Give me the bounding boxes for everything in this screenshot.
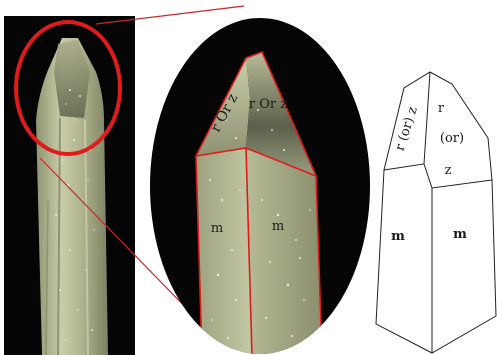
diagram-z-label: z bbox=[445, 163, 452, 178]
diagram-prism-right-label: m bbox=[453, 227, 467, 242]
diagram-or-label: (or) bbox=[440, 131, 464, 146]
zoom-prism-left-face bbox=[196, 148, 252, 355]
zoomed-crystal-photo: r Or z r Or z m m bbox=[150, 18, 370, 355]
full-crystal-photo bbox=[4, 16, 135, 355]
diagram-outline bbox=[376, 72, 496, 353]
zoom-prism-left-label: m bbox=[211, 221, 223, 236]
diagram-prism-left-label: m bbox=[391, 229, 405, 244]
zoom-prism-right-label: m bbox=[272, 219, 284, 234]
zoom-prism-right-face bbox=[246, 148, 322, 355]
zoom-right-top-label: r Or z bbox=[249, 97, 287, 112]
crystal-line-diagram bbox=[376, 72, 496, 353]
diagram-z-face-edge bbox=[424, 164, 492, 188]
diagram-left-top-label: r (or) z bbox=[393, 105, 421, 153]
diagram-r-label: r bbox=[438, 101, 445, 116]
